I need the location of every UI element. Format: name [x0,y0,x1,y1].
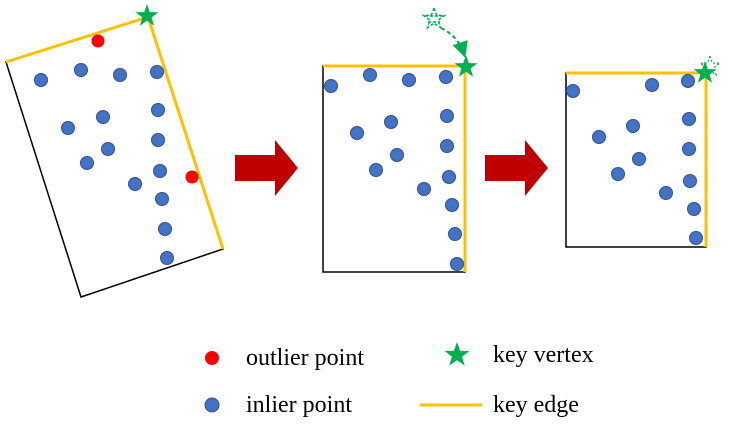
inlier-point [96,110,110,124]
inlier-point [113,68,127,82]
legend-vertex-label: key vertex [493,342,594,368]
inlier-point [150,65,164,79]
panel-final [565,54,722,248]
inlier-point [101,142,115,156]
right-arrow-icon [485,140,548,196]
inlier-point [611,167,625,181]
inlier-point [153,164,167,178]
inlier-point [363,68,377,82]
inlier-point [151,133,165,147]
inlier-point [417,182,431,196]
inlier-point [448,227,462,241]
outlier-point [91,34,105,48]
legend-inlier-label: inlier point [246,392,352,418]
key-vertex-star-icon [135,4,159,26]
inlier-point [645,78,659,92]
inlier-point [442,170,456,184]
dashed-star-icon [698,54,722,77]
inlier-point [440,139,454,153]
inlier-point [592,130,606,144]
inlier-point [384,115,398,129]
inlier-point [155,192,169,206]
panel-rotated [5,4,225,298]
inlier-point [682,142,696,156]
inlier-point [687,202,701,216]
inlier-point [324,79,338,93]
inlier-point [682,112,696,126]
inlier-point [350,126,364,140]
vertex-move-arrow [440,27,468,58]
inlier-point [369,163,383,177]
inlier-points-panel3 [566,74,703,245]
inlier-point [34,73,48,87]
inlier-point [128,177,142,191]
legend-outlier-label: outlier point [246,345,364,371]
inlier-point [681,74,695,88]
inlier-point [445,198,459,212]
inlier-point [440,109,454,123]
inlier-point [80,156,94,170]
inlier-point [450,257,464,271]
key-edge-aligned [323,64,467,272]
key-edge-rotated [5,15,225,250]
legend-edge-label: key edge [493,392,579,418]
inlier-point [61,121,75,135]
inlier-point [390,148,404,162]
inlier-point [402,73,416,87]
key-vertex-star-icon [693,61,717,83]
inlier-point [439,70,453,84]
legend [204,342,482,413]
outlier-points-panel1 [91,34,199,184]
inlier-point [683,174,697,188]
outlier-point [185,170,199,184]
inlier-point [160,251,174,265]
inlier-point [566,84,580,98]
right-arrow-icon [235,140,298,196]
inlier-points-panel2 [324,68,464,271]
dashed-star-icon [421,5,447,30]
bounding-box-aligned [322,65,466,273]
bounding-box-rotated [5,16,224,298]
inlier-points-panel1 [34,63,174,265]
inlier-point [74,63,88,77]
legend-outlier-marker [205,351,219,365]
inlier-point [689,231,703,245]
inlier-point [151,103,165,117]
key-vertex-star-icon [454,55,478,77]
inlier-point [626,119,640,133]
legend-star-icon [444,342,470,366]
inlier-point [158,222,172,236]
legend-inlier-marker [204,397,220,413]
inlier-point [632,152,646,166]
panel-aligned [322,5,478,273]
inlier-point [659,186,673,200]
